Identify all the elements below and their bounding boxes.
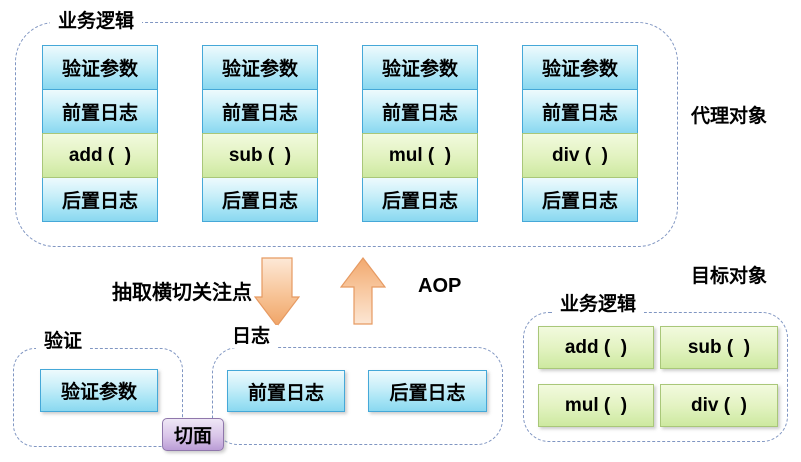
box-method-div: div ( ) xyxy=(522,133,638,178)
box-validate-params: 验证参数 xyxy=(202,45,318,90)
log-group-label: 日志 xyxy=(224,325,279,348)
method-stack-div: 验证参数 前置日志 div ( ) 后置日志 xyxy=(522,45,638,222)
box-post-log: 后置日志 xyxy=(42,177,158,222)
proxy-group-label: 业务逻辑 xyxy=(50,10,143,33)
log-group-border xyxy=(212,347,503,445)
box-pre-log: 前置日志 xyxy=(522,89,638,134)
target-object-label: 目标对象 xyxy=(691,266,768,287)
extract-crosscut-label: 抽取横切关注点 xyxy=(112,282,252,304)
validation-group-label: 验证 xyxy=(36,330,91,353)
box-post-log: 后置日志 xyxy=(362,177,478,222)
validation-group-border xyxy=(13,348,183,447)
box-post-log: 后置日志 xyxy=(368,370,487,412)
box-method-mul: mul ( ) xyxy=(538,384,654,427)
box-validate-params: 验证参数 xyxy=(522,45,638,90)
box-method-mul: mul ( ) xyxy=(362,133,478,178)
box-pre-log: 前置日志 xyxy=(202,89,318,134)
extract-arrow-down-icon xyxy=(254,257,300,327)
box-method-div: div ( ) xyxy=(660,384,778,427)
box-pre-log: 前置日志 xyxy=(42,89,158,134)
aop-label: AOP xyxy=(418,275,462,297)
target-group-label: 业务逻辑 xyxy=(552,293,645,316)
box-pre-log: 前置日志 xyxy=(362,89,478,134)
method-stack-sub: 验证参数 前置日志 sub ( ) 后置日志 xyxy=(202,45,318,222)
box-validate-params: 验证参数 xyxy=(42,45,158,90)
box-validate-params: 验证参数 xyxy=(362,45,478,90)
target-group-border xyxy=(523,312,788,442)
box-pre-log: 前置日志 xyxy=(227,370,345,412)
proxy-group-border xyxy=(15,22,678,247)
box-post-log: 后置日志 xyxy=(522,177,638,222)
method-stack-add: 验证参数 前置日志 add ( ) 后置日志 xyxy=(42,45,158,222)
box-post-log: 后置日志 xyxy=(202,177,318,222)
box-validate-params: 验证参数 xyxy=(40,369,158,412)
box-method-sub: sub ( ) xyxy=(660,326,778,369)
box-method-add: add ( ) xyxy=(538,326,654,369)
aspect-box: 切面 xyxy=(162,418,224,451)
box-method-sub: sub ( ) xyxy=(202,133,318,178)
aop-arrow-up-icon xyxy=(340,257,386,325)
method-stack-mul: 验证参数 前置日志 mul ( ) 后置日志 xyxy=(362,45,478,222)
proxy-object-label: 代理对象 xyxy=(691,106,768,127)
box-method-add: add ( ) xyxy=(42,133,158,178)
